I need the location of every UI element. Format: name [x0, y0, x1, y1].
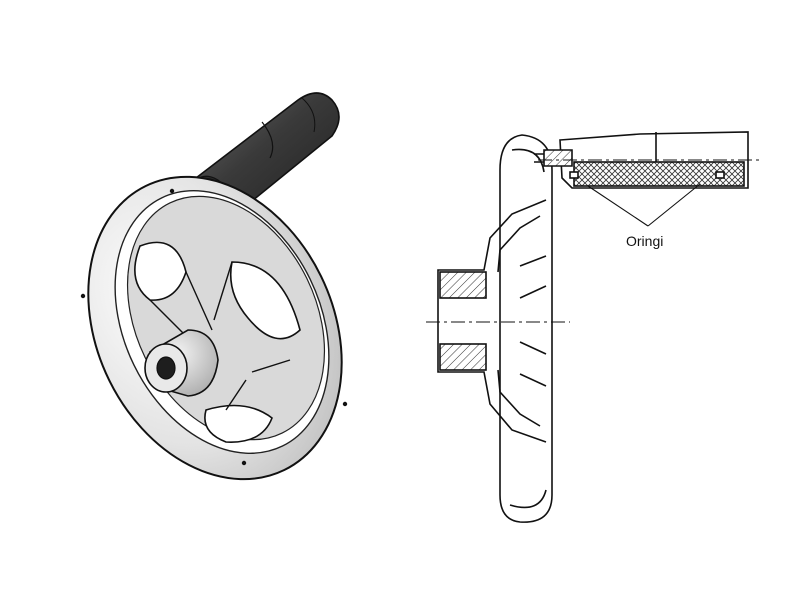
- center-lines: [426, 159, 760, 323]
- oring-callout-label: Oringi: [626, 233, 663, 249]
- hub-section-bottom: [439, 343, 487, 371]
- wheel-rim: [80, 175, 348, 481]
- wheel-spokes: [134, 241, 301, 443]
- handwheel-section-view: [437, 131, 749, 523]
- handle-section-outline: [559, 131, 749, 189]
- rim-section-outline: [499, 134, 553, 523]
- oring-callout-leaders: [587, 183, 701, 227]
- hub-section-top: [439, 271, 487, 299]
- wheel-hub: [144, 329, 219, 397]
- web-section-outline: [437, 199, 547, 443]
- handwheel-3d-view: [80, 92, 348, 481]
